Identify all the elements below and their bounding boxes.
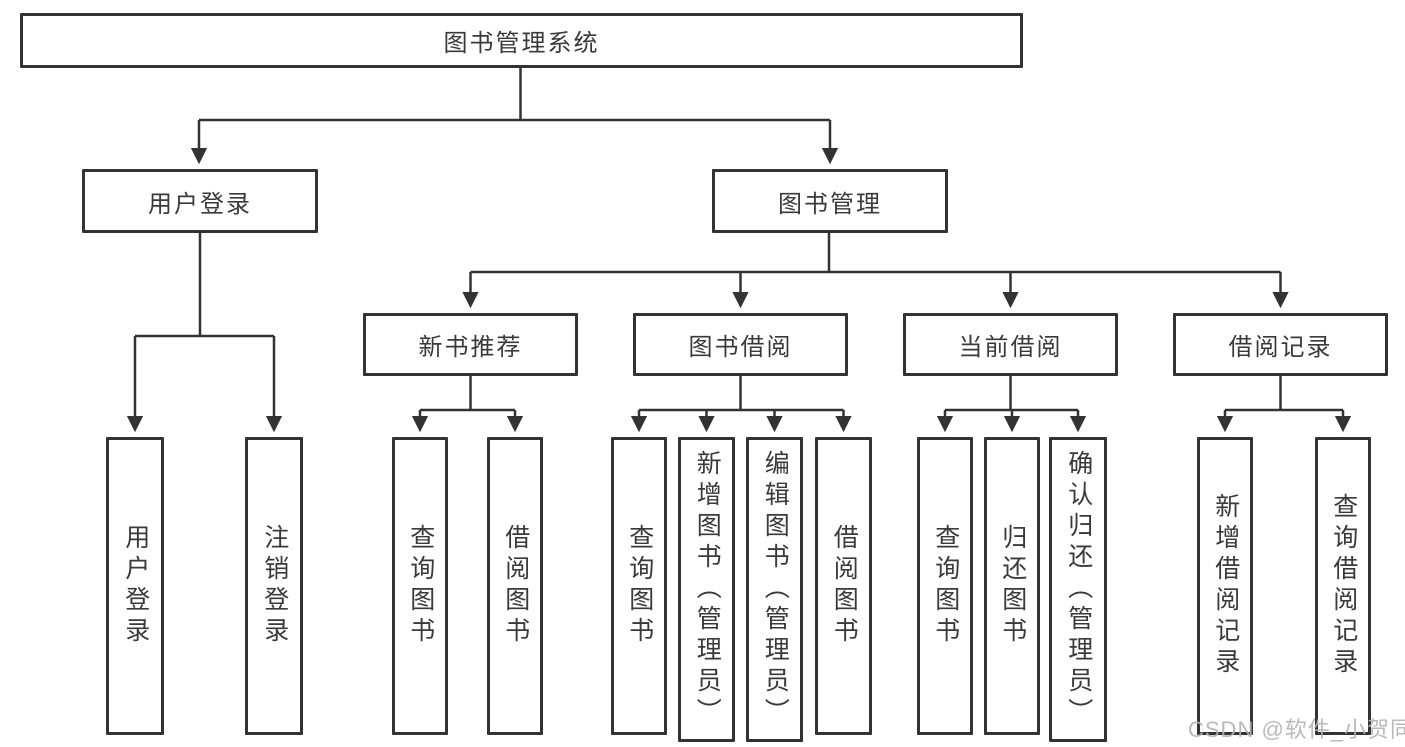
node-label: 用户登录	[121, 524, 150, 648]
node-label: 图书管理系统	[443, 30, 600, 57]
leaf-records-query-borrow-record: 查询借阅记录	[1315, 437, 1371, 735]
node-label: 借阅图书	[501, 524, 530, 648]
node-label: 查询图书	[625, 524, 654, 648]
node-user-login-branch: 用户登录	[82, 169, 318, 233]
node-label: 查询图书	[406, 524, 435, 648]
node-label: 查询借阅记录	[1329, 493, 1358, 679]
node-label: 用户登录	[148, 190, 252, 218]
node-label: 新书推荐	[418, 334, 523, 361]
node-label: 借阅图书	[830, 524, 859, 648]
node-label: 当前借阅	[958, 334, 1063, 361]
leaf-borrowing-add-books-admin: 新增图书（管理员）	[678, 437, 735, 742]
leaf-current-confirm-return-admin: 确认归还（管理员）	[1049, 437, 1107, 742]
node-label: 查询图书	[931, 524, 960, 648]
node-book-management-branch: 图书管理	[712, 169, 948, 233]
csdn-watermark: CSDN @软件_小贺同学	[1188, 717, 1405, 742]
leaf-current-query-books: 查询图书	[917, 437, 973, 735]
leaf-borrowing-query-books: 查询图书	[611, 437, 667, 735]
leaf-borrowing-edit-books-admin: 编辑图书（管理员）	[746, 437, 803, 742]
node-current-borrowing: 当前借阅	[903, 313, 1118, 376]
leaf-logout: 注销登录	[245, 437, 303, 735]
node-label: 借阅记录	[1228, 334, 1333, 361]
node-borrowing-records: 借阅记录	[1173, 313, 1388, 376]
node-label: 确认归还（管理员）	[1064, 450, 1093, 729]
node-library-system: 图书管理系统	[20, 13, 1023, 68]
leaf-user-login: 用户登录	[106, 437, 164, 735]
leaf-records-add-borrow-record: 新增借阅记录	[1197, 437, 1253, 735]
node-label: 编辑图书（管理员）	[761, 450, 790, 729]
node-label: 新增借阅记录	[1211, 493, 1240, 679]
node-label: 新增图书（管理员）	[693, 450, 722, 729]
leaf-borrowing-borrow-books: 借阅图书	[815, 437, 872, 735]
node-label: 归还图书	[998, 524, 1027, 648]
leaf-recommend-borrow-books: 借阅图书	[487, 437, 543, 735]
leaf-recommend-query-books: 查询图书	[392, 437, 448, 735]
leaf-current-return-books: 归还图书	[984, 437, 1040, 735]
node-new-book-recommendation: 新书推荐	[363, 313, 578, 376]
node-label: 注销登录	[260, 524, 289, 648]
node-label: 图书管理	[778, 190, 882, 218]
node-book-borrowing: 图书借阅	[633, 313, 848, 376]
node-label: 图书借阅	[688, 334, 793, 361]
